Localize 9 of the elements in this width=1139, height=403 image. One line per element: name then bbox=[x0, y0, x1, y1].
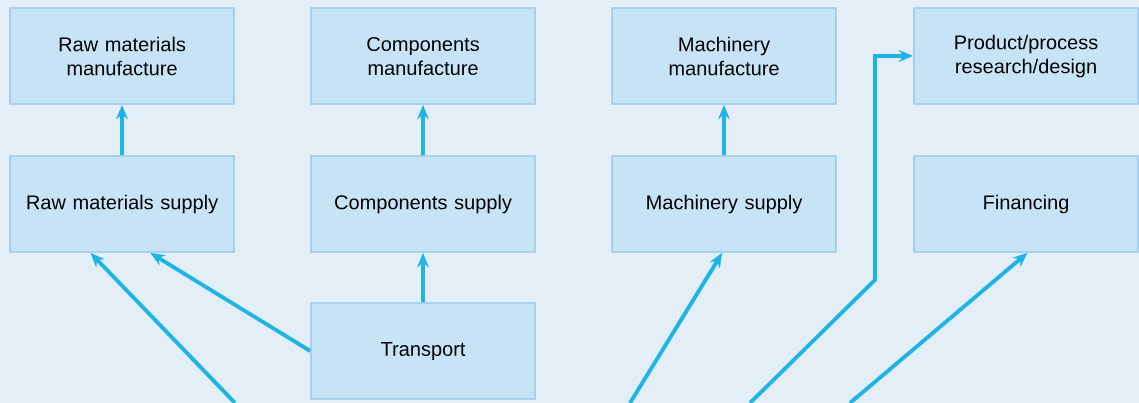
process-box: Product/process research/design bbox=[913, 7, 1139, 105]
process-box: Raw materials supply bbox=[9, 155, 235, 253]
process-box: Machinery supply bbox=[611, 155, 837, 253]
process-box: Transport bbox=[310, 302, 536, 400]
process-box: Components manufacture bbox=[310, 7, 536, 105]
process-box: Raw materials manufacture bbox=[9, 7, 235, 105]
process-box: Components supply bbox=[310, 155, 536, 253]
process-box: Financing bbox=[913, 155, 1139, 253]
process-box: Machinery manufacture bbox=[611, 7, 837, 105]
